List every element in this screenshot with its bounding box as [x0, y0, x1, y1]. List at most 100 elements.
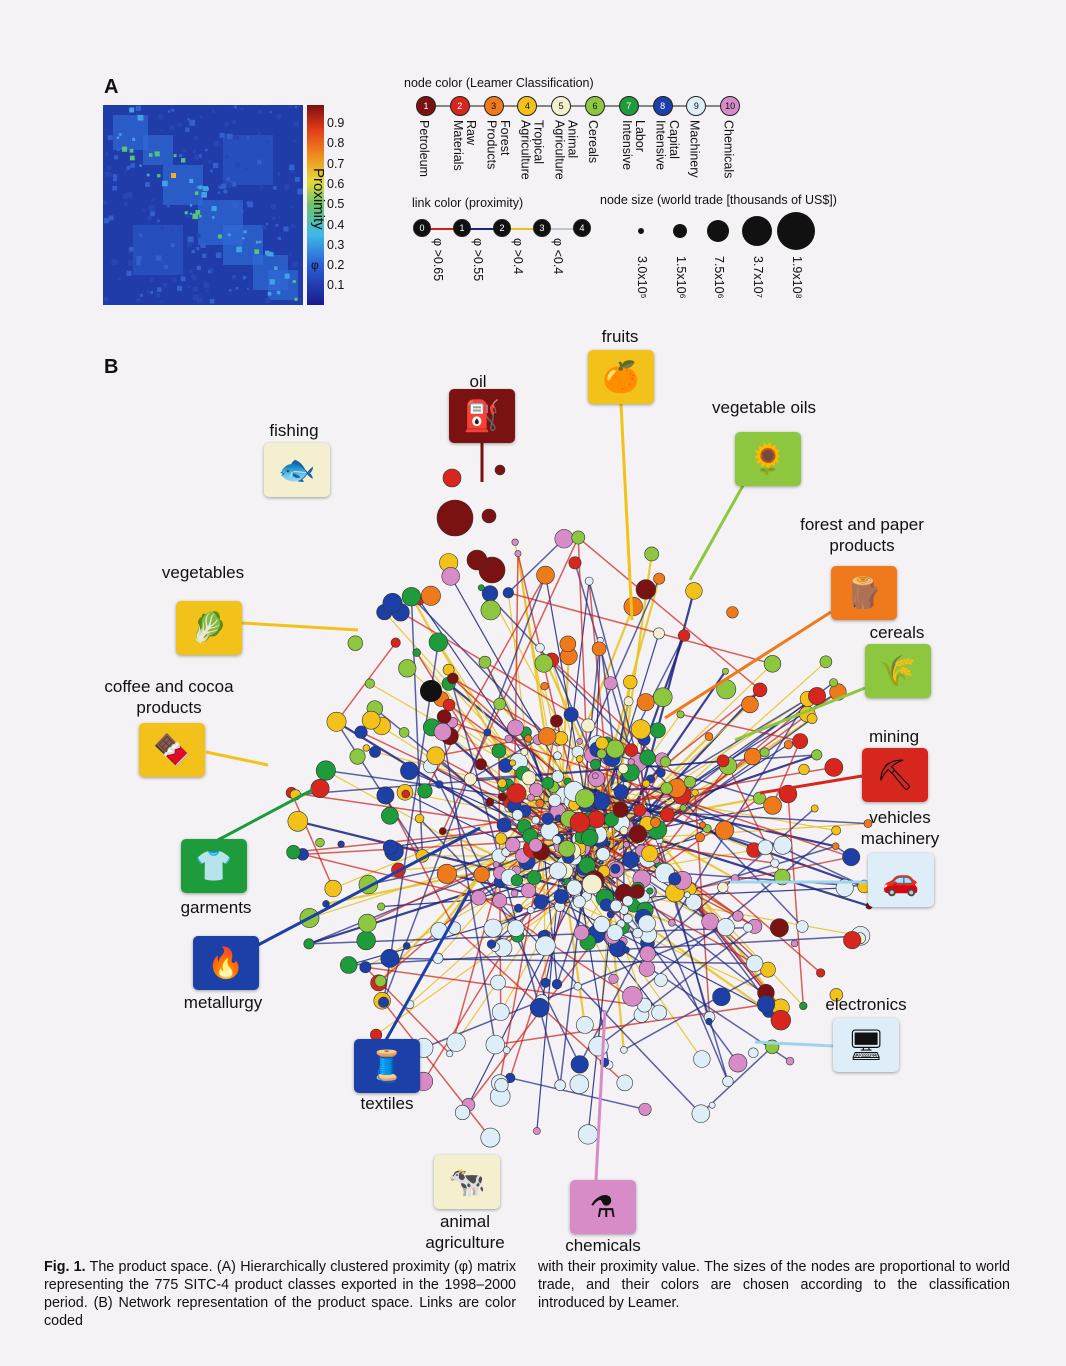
network-node — [659, 807, 675, 823]
network-node — [676, 710, 685, 719]
network-node — [610, 863, 621, 874]
network-node — [436, 863, 457, 884]
category-label-animal: animal agriculture — [425, 1212, 505, 1253]
flask-icon: ⚗ — [570, 1180, 636, 1234]
network-link — [410, 596, 548, 737]
legend-size-label: 3.0x10⁵ — [635, 256, 650, 299]
network-node — [569, 1074, 590, 1094]
network-node — [717, 881, 729, 893]
network-node — [509, 759, 517, 767]
network-node — [426, 746, 446, 766]
network-node — [622, 851, 640, 868]
network-node — [743, 747, 762, 766]
category-label-chemicals: chemicals — [565, 1236, 641, 1255]
network-node — [494, 1078, 509, 1093]
network-link — [680, 713, 801, 742]
chocolate-icon: 🍫 — [139, 723, 205, 777]
network-node — [783, 740, 794, 750]
network-node — [831, 825, 842, 836]
network-node — [417, 783, 433, 799]
legend-link-node: 2 — [493, 219, 511, 237]
network-node — [550, 714, 563, 728]
network-node — [693, 1050, 711, 1068]
network-link — [383, 1001, 491, 1139]
legend-class-node: 10 — [720, 96, 741, 116]
network-node — [581, 873, 603, 895]
network-node — [521, 770, 537, 786]
colorbar-title: Proximity — [310, 168, 327, 230]
network-node — [315, 837, 325, 848]
network-node — [623, 841, 630, 848]
network-node — [513, 903, 523, 913]
legend-class-node: 2 — [449, 96, 470, 116]
network-node — [624, 743, 638, 757]
network-node — [630, 884, 645, 899]
network-node — [303, 938, 315, 950]
network-node — [359, 961, 372, 974]
caption-left-text: The product space. (A) Hierarchically cl… — [44, 1259, 516, 1329]
callout-connector — [205, 750, 269, 767]
network-link — [398, 857, 575, 871]
network-node — [638, 914, 656, 933]
network-node — [746, 954, 764, 973]
network-link — [727, 765, 783, 878]
network-node — [641, 845, 659, 863]
network-node — [420, 680, 442, 702]
network-node — [636, 693, 655, 712]
network-node — [705, 1017, 713, 1026]
fabric-icon: 🧵 — [354, 1039, 420, 1093]
network-node — [651, 1004, 667, 1021]
network-node — [382, 839, 398, 855]
panel-b-letter: B — [104, 356, 119, 378]
network-link — [419, 818, 702, 1115]
network-node — [743, 922, 753, 933]
network-node — [497, 792, 507, 802]
legend-size-label: 3.7x10⁷ — [751, 256, 766, 299]
network-link — [389, 957, 755, 965]
caption-fig-label: Fig. 1. — [44, 1259, 86, 1275]
network-node — [612, 801, 629, 818]
legend-class-label: Petroleum — [417, 120, 432, 177]
network-node — [477, 584, 485, 592]
colorbar-tick-label: 0.1 — [327, 278, 345, 293]
network-node — [728, 1053, 748, 1073]
network-node — [770, 858, 780, 868]
network-node — [490, 974, 506, 991]
network-node — [541, 812, 554, 825]
network-node — [471, 890, 487, 906]
network-node — [752, 682, 768, 698]
network-node — [510, 889, 519, 898]
legend-size-node — [673, 224, 687, 238]
network-link — [382, 574, 547, 1003]
legend-link-label: φ <0.4 — [551, 238, 566, 275]
network-node — [638, 960, 656, 977]
network-node — [573, 924, 590, 941]
legend-class-node: 5 — [551, 96, 572, 116]
network-node — [390, 637, 401, 648]
network-node — [529, 998, 550, 1018]
network-node — [475, 758, 487, 771]
network-node — [566, 879, 583, 896]
network-node — [454, 1104, 471, 1121]
network-node — [322, 900, 330, 908]
legend-class-node: 6 — [585, 96, 605, 116]
legend-class-label: Capital Intensive — [653, 120, 681, 171]
sweater-icon: 👕 — [181, 839, 247, 893]
network-node — [668, 872, 682, 886]
category-label-forest: forest and paper products — [800, 515, 924, 556]
network-node — [377, 902, 386, 911]
oil-derrick-icon: ⛽ — [449, 389, 515, 443]
network-node — [491, 743, 507, 759]
network-node — [811, 749, 823, 761]
network-node — [683, 891, 691, 899]
network-node — [759, 747, 770, 758]
category-label-mining: mining — [868, 727, 920, 746]
network-node — [605, 739, 625, 759]
network-link — [596, 748, 760, 799]
ladle-icon: 🔥 — [193, 936, 259, 990]
network-node — [492, 893, 508, 908]
network-node — [716, 754, 730, 768]
network-node — [433, 722, 452, 741]
network-node — [722, 667, 729, 675]
callout-connector — [619, 403, 634, 621]
